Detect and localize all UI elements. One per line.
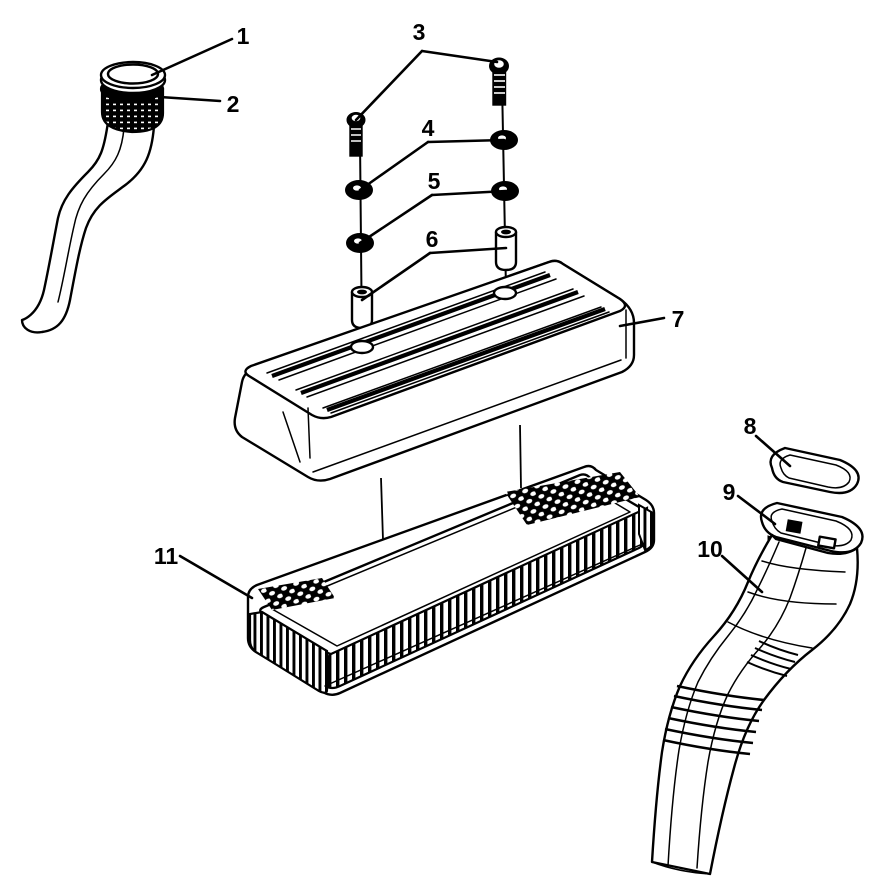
leader-3: [354, 49, 424, 122]
filter-bottom-edge: [324, 544, 641, 687]
callout-label-9: 9: [723, 479, 736, 505]
leader-9: [736, 494, 777, 526]
callout-label-10: 10: [697, 536, 723, 562]
cover-skirt-line: [312, 359, 622, 473]
filter-pleats-left-end: [248, 610, 329, 694]
leader-11: [178, 554, 254, 600]
callout-label-6: 6: [426, 226, 439, 252]
flange-tab-b: [817, 535, 837, 550]
part-11-air-filter-element: [246, 464, 656, 696]
callout-label-5: 5: [428, 168, 441, 194]
duct-elbow-corrugation: [746, 640, 799, 677]
leader-7: [618, 316, 666, 328]
filter-pleats-right-end: [638, 503, 654, 552]
duct-corrugation-band: [662, 684, 765, 756]
part-10-air-intake-duct: [650, 533, 859, 876]
hardware-stack-left: [345, 112, 374, 349]
leader-10: [720, 554, 764, 594]
leader-4b: [426, 138, 506, 144]
hardware-stack-right: [489, 57, 519, 291]
leader-6: [360, 251, 432, 302]
leader-8: [754, 434, 792, 468]
callout-label-1: 1: [237, 23, 250, 49]
part-1-cap-ring: [99, 60, 167, 95]
part-8-duct-seal-gasket: [769, 446, 860, 495]
leader-5: [358, 193, 434, 245]
cover-left-vent-slits: [282, 407, 311, 463]
leader-5b: [430, 189, 508, 197]
callout-leaders: [150, 37, 792, 600]
callout-label-7: 7: [672, 306, 685, 332]
part-3-screw-right: [489, 57, 509, 106]
leader-1: [150, 37, 234, 77]
duct-elbow-ribs: [727, 560, 846, 649]
cover-mounting-holes: [349, 285, 518, 355]
part-6-spacer-left: [350, 285, 374, 330]
leader-4: [358, 140, 430, 192]
part-breather-tube-assembly: [20, 60, 167, 334]
alignment-guides: [380, 424, 522, 541]
breather-tube-inner-seam: [57, 127, 125, 303]
callout-labels: 1 2 3 4 5 6 7 8 9 10 11: [154, 19, 757, 569]
leader-3b: [420, 49, 499, 64]
part-7-air-box-cover: [233, 259, 636, 482]
callout-label-3: 3: [413, 19, 426, 45]
part-6-spacer-right: [494, 225, 518, 272]
flange-tab-a: [785, 519, 803, 534]
callout-label-4: 4: [422, 115, 435, 141]
breather-tube-body: [20, 120, 156, 334]
duct-bottom-opening: [651, 861, 711, 875]
leader-6b: [428, 246, 508, 255]
callout-label-11: 11: [154, 543, 179, 569]
callout-label-8: 8: [744, 413, 757, 439]
callout-label-2: 2: [227, 91, 240, 117]
leader-2: [158, 95, 222, 103]
